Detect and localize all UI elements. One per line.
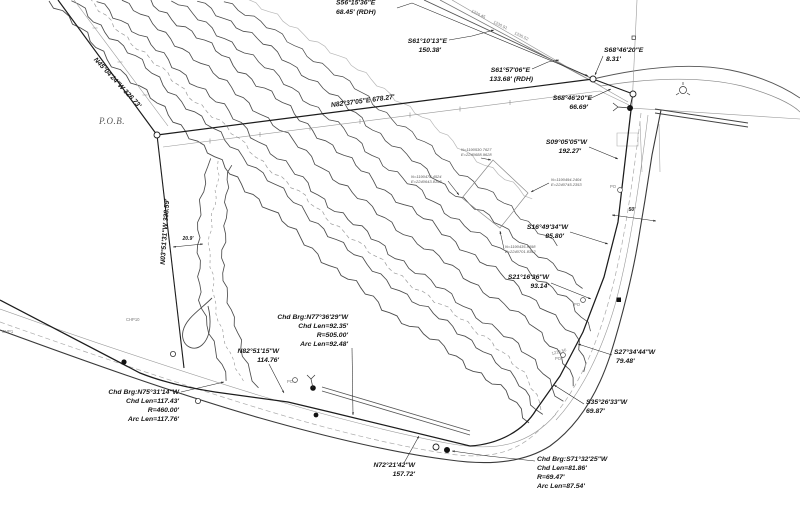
stream-contour-line xyxy=(171,0,591,332)
utility-point-icon xyxy=(560,352,566,358)
utility-pole-icon xyxy=(313,412,319,418)
distance-label: 69.87' xyxy=(586,408,605,415)
curve-label: Arc Len=92.48' xyxy=(299,341,348,348)
distance-label: 68.45' (RDH) xyxy=(336,9,377,16)
curve-label: Chd Len=92.35' xyxy=(298,323,348,330)
bearing-label: N03°51'31"W 338.59' xyxy=(159,198,172,265)
utility-pole-icon xyxy=(444,447,450,453)
stream-contour-line xyxy=(248,0,533,200)
pob-monument-icon xyxy=(153,131,161,139)
curve-label: Chd Len=117.43' xyxy=(126,398,179,405)
stream-contour-line xyxy=(207,160,245,384)
guy-anchor-icon xyxy=(306,102,631,389)
coordinate-label: E=2240701.8362 xyxy=(505,249,536,254)
dimension-label: 50' xyxy=(629,207,637,213)
distance-label: 66.69' xyxy=(569,104,588,111)
point-code-label: PO xyxy=(610,184,617,189)
iron-pin-icon xyxy=(629,90,637,98)
coordinate-label: N=1190478.4524 xyxy=(411,174,442,179)
elevation-label: 1213.56 xyxy=(551,347,568,356)
coordinate-label: E=2240745.2353 xyxy=(551,182,582,187)
utility-point-icon xyxy=(617,187,623,193)
iron-pin-icon xyxy=(194,397,201,404)
monument-symbols xyxy=(121,75,691,453)
property-boundary xyxy=(0,0,634,447)
point-code-label: PO xyxy=(574,302,581,307)
curve-label: Arc Len=87.54' xyxy=(536,483,585,490)
fire-hydrant-icon xyxy=(675,82,691,96)
stream-contour-line xyxy=(91,0,542,412)
distance-label: 157.72' xyxy=(393,471,416,478)
center-diamond xyxy=(461,159,529,229)
bearing-label: S27°34'44"W xyxy=(614,348,656,356)
leader-lines xyxy=(180,2,619,464)
coordinate-label: E=2240643.8168 xyxy=(411,179,442,184)
coordinate-label: N=1190494.2404 xyxy=(551,177,582,182)
curve-label: R=69.47' xyxy=(537,474,565,481)
distance-label: 114.76' xyxy=(257,357,279,364)
roads xyxy=(0,0,800,464)
utility-point-icon xyxy=(580,297,586,303)
bearing-label: N72°21'42"W xyxy=(373,461,415,469)
point-code-label: PO xyxy=(555,356,562,361)
bearing-label: S68°46'20"E xyxy=(553,94,593,102)
pob-label: P.O.B. xyxy=(98,116,125,126)
bearing-label: S61°57'06"E xyxy=(491,66,531,74)
plat-labels: S56°15'36"E 68.45' (RDH) S61°10'13"E 150… xyxy=(2,0,656,490)
pole-label: CHP10 xyxy=(126,317,140,322)
curve-label: Chd Len=81.86' xyxy=(537,465,587,472)
utility-point-icon xyxy=(292,377,298,383)
stream-contour-line xyxy=(150,0,587,373)
bearing-label: S09°05'05"W xyxy=(546,138,588,146)
bearing-label: S61°10'13"E xyxy=(408,37,448,45)
stream-contour-line xyxy=(196,158,227,381)
stream-contour-line xyxy=(71,0,544,415)
utility-pole-icon xyxy=(121,359,127,365)
stream-contour-line xyxy=(48,0,530,424)
dimension-label: 20.9' xyxy=(182,236,195,242)
iron-pin-icon xyxy=(589,75,597,83)
iron-pin-icon xyxy=(169,350,176,357)
bearing-label: S21°16'36"W xyxy=(508,273,550,281)
distance-label: 192.27' xyxy=(559,148,582,155)
fence-ticks xyxy=(92,27,556,144)
dimension-lines xyxy=(172,214,657,248)
elevation-label: 1226.45 xyxy=(471,8,487,19)
distance-label: 79.48' xyxy=(616,358,635,365)
coordinate-label: N=1190435.8698 xyxy=(505,244,536,249)
elevation-label: 1235.52 xyxy=(514,30,530,41)
coordinate-label: N=1190530.7627 xyxy=(461,147,492,152)
distance-label: 93.14' xyxy=(530,283,549,290)
bearing-label: N82°51'15"W xyxy=(237,347,279,355)
monument-square-icon xyxy=(616,297,621,302)
point-code-label: PO xyxy=(287,379,294,384)
curve-label: Arc Len=117.76' xyxy=(127,416,180,423)
stream-contour-line xyxy=(221,164,259,389)
distance-label: 8.31' xyxy=(606,56,621,63)
bearing-label: S56°15'36"E xyxy=(336,0,376,7)
curve-label: R=460.00' xyxy=(148,407,180,414)
distance-label: 150.38' xyxy=(419,47,442,54)
curve-label: Chd Brg:N77°36'29"W xyxy=(277,313,348,321)
distance-label: 133.68' (RDH) xyxy=(489,76,533,83)
curve-label: R=505.00' xyxy=(317,332,349,339)
distance-label: 85.80' xyxy=(545,233,564,240)
stream-contour-line xyxy=(223,1,558,247)
bearing-label: S68°46'20"E xyxy=(604,46,644,54)
stream-contour-line xyxy=(121,0,574,387)
bearing-label: S16°49'34"W xyxy=(527,223,569,231)
coordinate-label: E=2240688.9628 xyxy=(461,152,492,157)
stream-loop xyxy=(182,297,213,349)
pole-label: CHP1 xyxy=(2,329,14,334)
curve-label: Chd Brg:N75°31'14"W xyxy=(108,388,179,396)
bearing-label: N82°37'05"E 678.27' xyxy=(330,93,395,109)
stream-contours xyxy=(48,0,591,424)
stream-contour-line xyxy=(197,0,583,289)
stream-contour-line xyxy=(96,1,564,402)
iron-pin-icon xyxy=(432,443,440,451)
curve-label: Chd Brg:S71°32'25"W xyxy=(537,455,608,463)
elevation-label: 1230.91 xyxy=(493,19,509,30)
bearing-label: S35°26'33"W xyxy=(586,398,628,406)
